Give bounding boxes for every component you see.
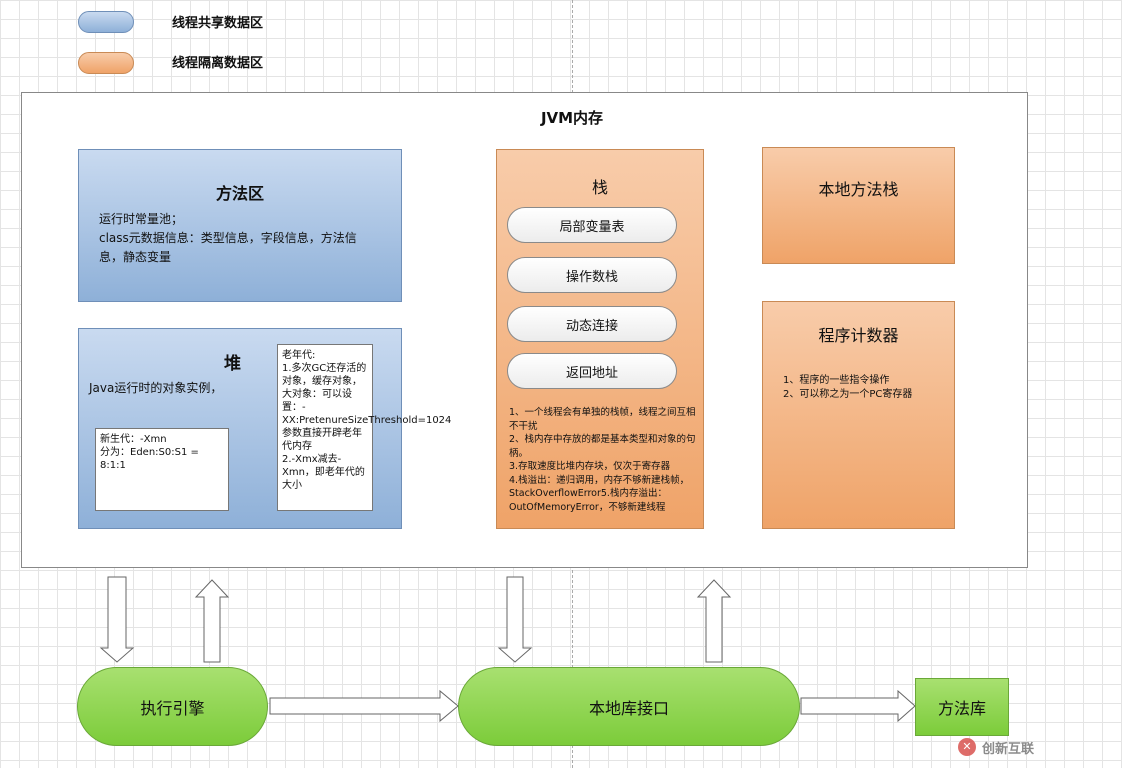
program-counter-title: 程序计数器 [818, 326, 899, 345]
arrows-layer [99, 576, 916, 723]
legend-swatch-isolated [78, 52, 134, 74]
right-arrow-engine-to-interface [269, 689, 459, 723]
watermark-logo: ✕ 创新互联 [958, 730, 1058, 764]
heap-title: 堆 [224, 354, 241, 374]
down-arrow-interface [497, 576, 533, 663]
up-arrow-interface [696, 579, 732, 663]
heap-text: Java运行时的对象实例， [89, 381, 223, 395]
native-library-interface: 本地库接口 [458, 667, 800, 746]
legend-label-shared: 线程共享数据区 [172, 16, 264, 31]
legend-swatch-shared [78, 11, 134, 33]
method-library: 方法库 [915, 678, 1009, 736]
jvm-title: JVM内存 [540, 109, 604, 127]
dynamic-linking: 动态连接 [507, 306, 677, 342]
operand-stack: 操作数栈 [507, 257, 677, 293]
method-area-box: 方法区 运行时常量池； class元数据信息：类型信息，字段信息，方法信 息，静… [78, 149, 402, 302]
young-generation-note: 新生代：-Xmn 分为：Eden:S0:S1 = 8:1:1 [95, 428, 229, 511]
native-method-stack-box: 本地方法栈 [762, 147, 955, 264]
old-generation-note: 老年代: 1.多次GC还存活的对象，缓存对象，大对象：可以设置：-XX:Pret… [277, 344, 451, 511]
right-arrow-interface-to-lib [800, 689, 916, 723]
method-area-title: 方法区 [215, 184, 264, 203]
stack-box: 栈 局部变量表 操作数栈 动态连接 返回地址 1、一个线程会有单独的栈帧，线程之… [496, 149, 704, 529]
program-counter-box: 程序计数器 1、程序的一些指令操作 2、可以称之为一个PC寄存器 [762, 301, 955, 529]
return-address: 返回地址 [507, 353, 677, 389]
local-variable-table: 局部变量表 [507, 207, 677, 243]
stack-title: 栈 [591, 178, 608, 197]
method-area-text: 运行时常量池； class元数据信息：类型信息，字段信息，方法信 息，静态变量 [99, 212, 357, 264]
stack-notes: 1、一个线程会有单独的栈帧，线程之间互相不干扰 2、栈内存中存放的都是基本类型和… [509, 407, 696, 513]
heap-box: 堆 Java运行时的对象实例， 新生代：-Xmn 分为：Eden:S0:S1 =… [78, 328, 451, 529]
down-arrow-engine [99, 576, 135, 663]
watermark-icon: ✕ [958, 738, 976, 756]
watermark-text: 创新互联 [982, 741, 1035, 757]
up-arrow-engine [194, 579, 230, 663]
program-counter-text: 1、程序的一些指令操作 2、可以称之为一个PC寄存器 [783, 375, 913, 400]
legend-label-isolated: 线程隔离数据区 [172, 56, 264, 71]
execution-engine: 执行引擎 [77, 667, 268, 746]
